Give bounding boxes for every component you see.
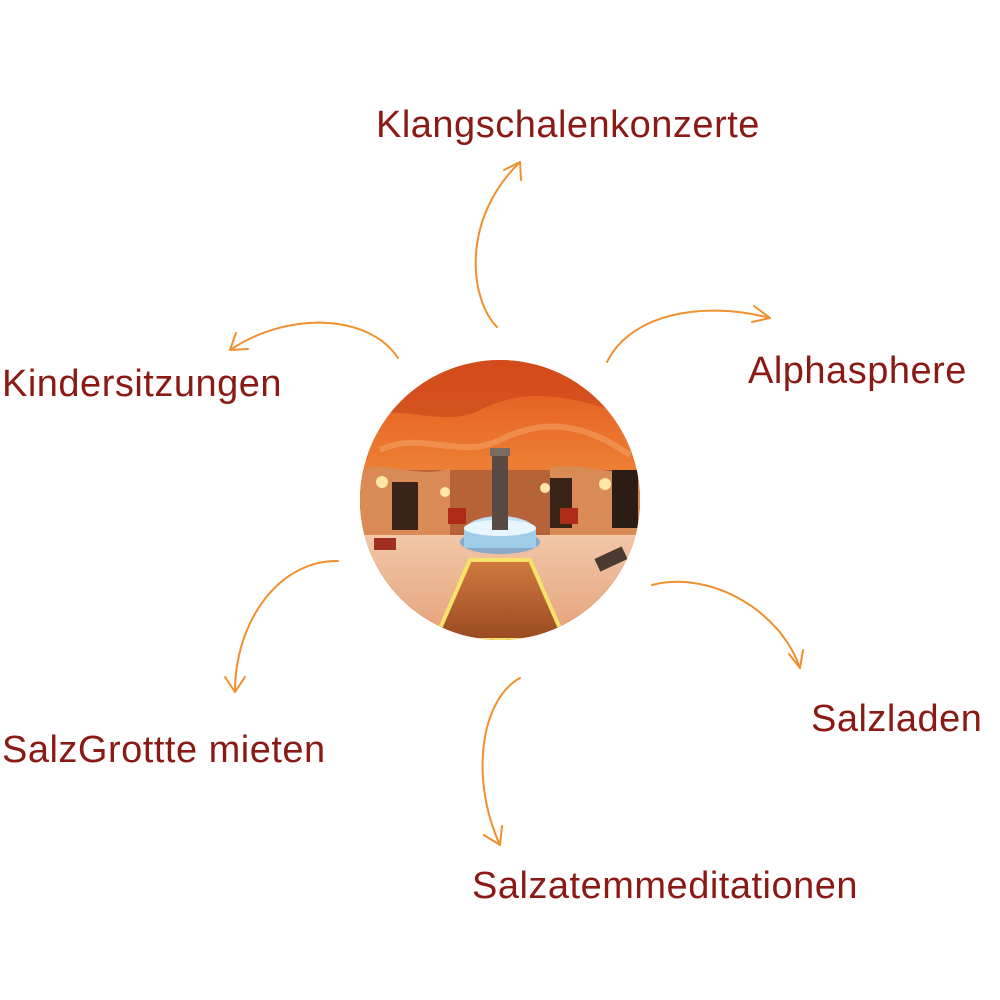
arrow-to-salzladen — [651, 580, 801, 669]
arrowhead-salzatemmeditationen — [483, 825, 503, 846]
item-label-salzatemmeditationen: Salzatemmeditationen — [472, 865, 858, 907]
arrowhead-alphasphere — [751, 305, 771, 323]
item-label-salzladen: Salzladen — [811, 698, 983, 740]
arrowhead-salzladen — [788, 649, 804, 669]
arrow-to-salzatemmeditationen — [481, 677, 521, 846]
item-label-salzgrotte-mieten: SalzGrottte mieten — [2, 729, 326, 771]
salt-cave-photo — [360, 360, 640, 640]
arrowhead-klangschalenkonzerte — [503, 161, 522, 181]
arrow-to-alphasphere — [606, 309, 771, 363]
item-label-alphasphere: Alphasphere — [748, 350, 967, 392]
arrowhead-kindersitzungen — [229, 332, 249, 351]
arrow-to-kindersitzungen — [229, 321, 399, 359]
item-label-kindersitzungen: Kindersitzungen — [2, 363, 283, 405]
arrow-to-salzgrotte-mieten — [234, 559, 339, 693]
arrow-to-klangschalenkonzerte — [474, 161, 521, 328]
item-label-klangschalenkonzerte: Klangschalenkonzerte — [376, 104, 760, 146]
arrowhead-salzgrotte-mieten — [224, 676, 246, 693]
